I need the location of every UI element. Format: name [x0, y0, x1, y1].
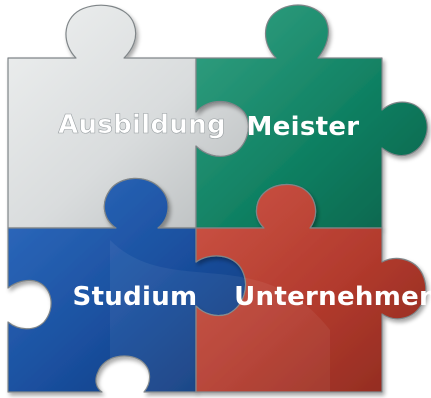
- puzzle-piece-unternehmen: [195, 183, 427, 393]
- piece-label-ausbildung: Ausbildung: [58, 110, 226, 140]
- piece-label-studium: Studium: [73, 282, 198, 312]
- piece-label-meister: Meister: [247, 112, 360, 142]
- piece-label-unternehmen: Unternehmen: [234, 282, 431, 312]
- puzzle-piece-meister: [195, 4, 428, 229]
- shine-overlay: [110, 240, 330, 392]
